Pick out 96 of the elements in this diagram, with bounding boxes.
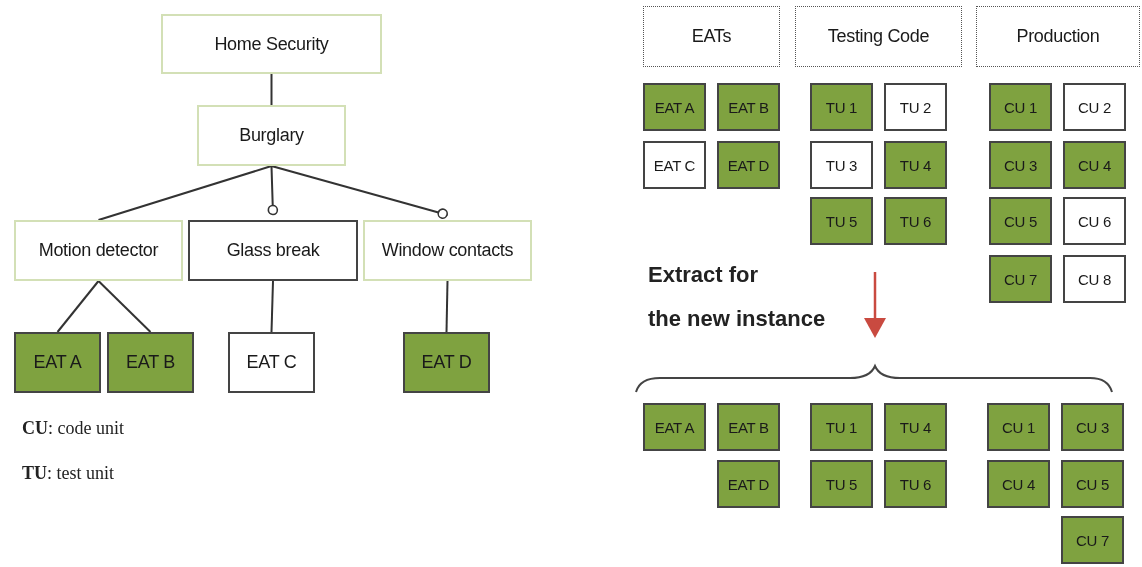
tile-box bbox=[643, 83, 706, 131]
node-label: CU 1 bbox=[1004, 98, 1037, 116]
abbreviation-note: CU: code unit bbox=[22, 418, 124, 439]
node-label: CU 2 bbox=[1078, 98, 1111, 116]
node-label: CU 8 bbox=[1078, 270, 1111, 288]
connector-line bbox=[97, 165, 273, 221]
node-label: EAT A bbox=[33, 352, 82, 373]
tile-box bbox=[1061, 403, 1124, 451]
tile-box bbox=[1061, 460, 1124, 508]
tile-box bbox=[188, 220, 358, 281]
tile-box bbox=[810, 83, 873, 131]
node-label: EAT C bbox=[246, 352, 297, 373]
node-label: CU 4 bbox=[1078, 156, 1111, 174]
tile-box bbox=[107, 332, 194, 393]
caption-text: the new instance bbox=[648, 306, 826, 332]
tile-box bbox=[717, 83, 780, 131]
tile-box bbox=[717, 403, 780, 451]
node-label: EAT B bbox=[728, 98, 769, 116]
node-label: CU 3 bbox=[1004, 156, 1037, 174]
node-label: CU 7 bbox=[1004, 270, 1037, 288]
tile-box bbox=[161, 14, 382, 74]
connector-line bbox=[267, 165, 279, 216]
node-label: CU 5 bbox=[1076, 475, 1109, 493]
node-label: Burglary bbox=[239, 125, 304, 146]
tile-box bbox=[884, 403, 947, 451]
node-label: Window contacts bbox=[381, 240, 514, 261]
tile-box bbox=[810, 141, 873, 189]
node-label: Production bbox=[1016, 26, 1100, 47]
tile-box bbox=[987, 460, 1050, 508]
node-label: EAT D bbox=[421, 352, 472, 373]
group-header-box bbox=[976, 6, 1140, 67]
node-label: EAT C bbox=[653, 156, 696, 174]
node-label: Motion detector bbox=[38, 240, 159, 261]
abbreviation-note: TU: test unit bbox=[22, 463, 114, 484]
node-label: TU 5 bbox=[825, 212, 858, 230]
node-label: CU 5 bbox=[1004, 212, 1037, 230]
node-label: CU 3 bbox=[1076, 418, 1109, 436]
connector-line bbox=[97, 280, 152, 333]
tile-box bbox=[810, 197, 873, 245]
node-label: EAT A bbox=[654, 98, 695, 116]
tile-box bbox=[884, 197, 947, 245]
tile-box bbox=[989, 255, 1052, 303]
node-label: TU 3 bbox=[825, 156, 858, 174]
tile-box bbox=[989, 141, 1052, 189]
node-label: EAT B bbox=[126, 352, 175, 373]
node-label: EAT D bbox=[727, 156, 770, 174]
tile-box bbox=[989, 197, 1052, 245]
node-label: CU 6 bbox=[1078, 212, 1111, 230]
node-label: TU 5 bbox=[825, 475, 858, 493]
tile-box bbox=[403, 332, 490, 393]
group-header-box bbox=[795, 6, 962, 67]
tile-box bbox=[1063, 197, 1126, 245]
tile-box bbox=[197, 105, 346, 166]
tile-box bbox=[1063, 255, 1126, 303]
node-label: CU 7 bbox=[1076, 531, 1109, 549]
node-label: TU 1 bbox=[825, 98, 858, 116]
node-label: TU 1 bbox=[825, 418, 858, 436]
connector-line bbox=[56, 280, 100, 333]
tile-box bbox=[717, 141, 780, 189]
node-label: TU 6 bbox=[899, 475, 932, 493]
tile-box bbox=[810, 460, 873, 508]
node-label: TU 6 bbox=[899, 212, 932, 230]
tile-box bbox=[643, 141, 706, 189]
tile-box bbox=[884, 460, 947, 508]
node-label: CU 1 bbox=[1002, 418, 1035, 436]
node-label: EATs bbox=[691, 26, 732, 47]
node-label: TU 2 bbox=[899, 98, 932, 116]
node-label: EAT B bbox=[728, 418, 769, 436]
node-label: Glass break bbox=[226, 240, 320, 261]
node-label: Testing Code bbox=[827, 26, 930, 47]
node-label: TU 4 bbox=[899, 418, 932, 436]
tile-box bbox=[987, 403, 1050, 451]
node-label: EAT A bbox=[654, 418, 695, 436]
tile-box bbox=[1061, 516, 1124, 564]
connector-line bbox=[270, 280, 274, 333]
tile-box bbox=[884, 83, 947, 131]
connector-line bbox=[270, 165, 449, 219]
connector-line bbox=[445, 280, 449, 333]
connector-line bbox=[270, 73, 273, 106]
tile-box bbox=[228, 332, 315, 393]
tile-box bbox=[1063, 141, 1126, 189]
tile-box bbox=[14, 332, 101, 393]
tile-box bbox=[989, 83, 1052, 131]
tile-box bbox=[14, 220, 183, 281]
node-label: EAT D bbox=[727, 475, 770, 493]
node-label: Home Security bbox=[214, 33, 329, 55]
node-label: TU 4 bbox=[899, 156, 932, 174]
tile-box bbox=[810, 403, 873, 451]
group-header-box bbox=[643, 6, 780, 67]
node-label: CU 4 bbox=[1002, 475, 1035, 493]
tile-box bbox=[643, 403, 706, 451]
tile-box bbox=[884, 141, 947, 189]
tile-box bbox=[363, 220, 532, 281]
tile-box bbox=[717, 460, 780, 508]
caption-text: Extract for bbox=[648, 262, 759, 288]
tile-box bbox=[1063, 83, 1126, 131]
